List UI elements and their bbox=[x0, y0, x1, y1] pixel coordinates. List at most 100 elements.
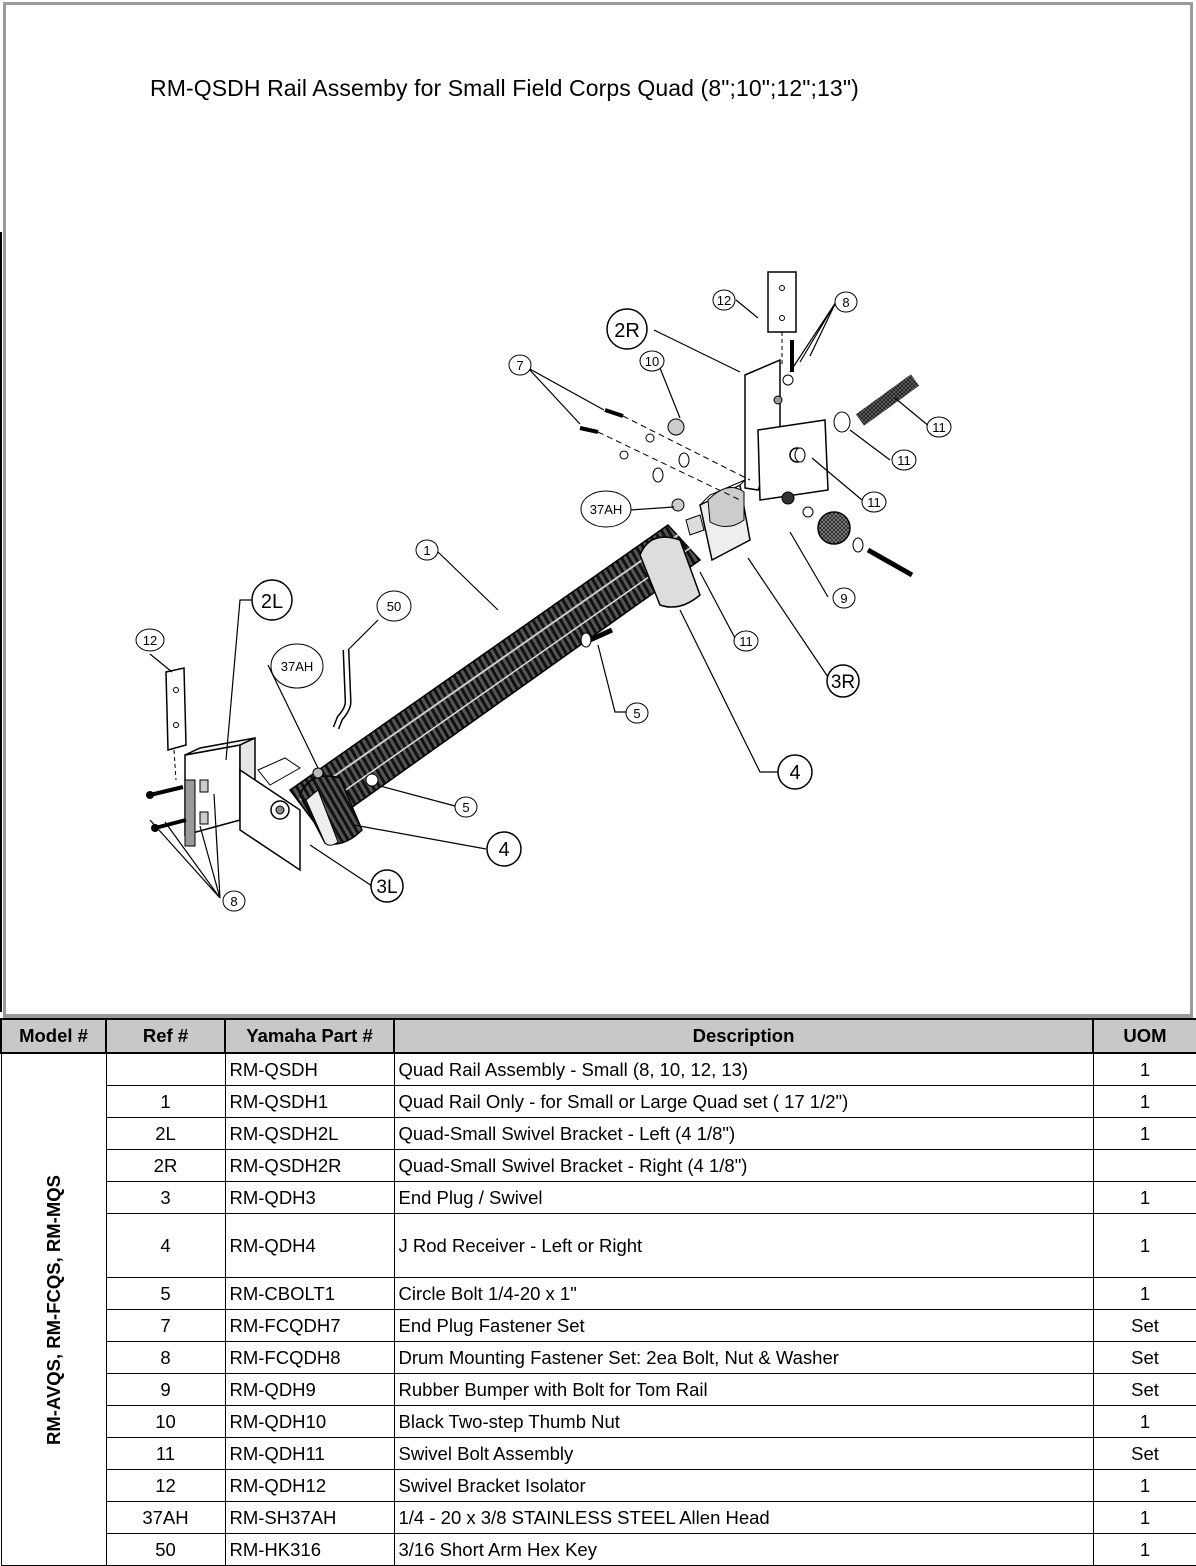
quad-rail bbox=[288, 524, 702, 832]
allen-screw-left bbox=[312, 767, 324, 779]
part-cell: RM-CBOLT1 bbox=[224, 1277, 395, 1310]
description-cell: 1/4 - 20 x 3/8 STAINLESS STEEL Allen Hea… bbox=[393, 1501, 1094, 1534]
uom-cell bbox=[1092, 1149, 1196, 1182]
description-cell: Quad Rail Only - for Small or Large Quad… bbox=[393, 1085, 1094, 1118]
description-cell: J Rod Receiver - Left or Right bbox=[393, 1213, 1094, 1278]
ref-cell: 11 bbox=[105, 1437, 226, 1470]
callout-12-left: 12 bbox=[143, 633, 157, 648]
callout-37AH-left: 37AH bbox=[281, 659, 314, 674]
callout-37AH-right: 37AH bbox=[590, 502, 623, 517]
callout-4-low: 4 bbox=[498, 839, 509, 861]
table-row: 7 RM-FCQDH7 End Plug Fastener Set Set bbox=[1, 1309, 1196, 1342]
header-model: Model # bbox=[0, 1018, 107, 1054]
table-header-row: Model # Ref # Yamaha Part # Description … bbox=[0, 1018, 1196, 1054]
callout-8-low: 8 bbox=[230, 894, 237, 909]
description-cell: End Plug / Swivel bbox=[393, 1181, 1094, 1214]
part-cell: RM-QDH10 bbox=[224, 1405, 395, 1438]
header-ref: Ref # bbox=[105, 1018, 226, 1054]
j-rod-receiver-left bbox=[299, 775, 363, 846]
callout-11-c: 11 bbox=[867, 495, 881, 510]
j-rod-receiver-right bbox=[639, 536, 701, 608]
swivel-bracket-right bbox=[744, 271, 829, 501]
table-row: 11 RM-QDH11 Swivel Bolt Assembly Set bbox=[1, 1437, 1196, 1470]
table-row: RM-AVQS, RM-FCQS, RM-MQS RM-QSDH Quad Ra… bbox=[0, 1052, 1196, 1566]
callouts: 12 2R 8 10 7 11 11 11 37AH 1 9 11 3R 2L … bbox=[135, 289, 952, 912]
callout-11-d: 11 bbox=[739, 634, 753, 649]
uom-cell: 1 bbox=[1092, 1501, 1196, 1534]
hex-key bbox=[332, 649, 352, 730]
table-row: 4 RM-QDH4 J Rod Receiver - Left or Right… bbox=[1, 1213, 1196, 1278]
description-cell: End Plug Fastener Set bbox=[393, 1309, 1094, 1342]
model-cell: RM-AVQS, RM-FCQS, RM-MQS bbox=[0, 1052, 107, 1566]
callout-9: 9 bbox=[840, 591, 847, 606]
uom-cell: 1 bbox=[1092, 1181, 1196, 1214]
uom-cell: 1 bbox=[1092, 1405, 1196, 1438]
ref-cell: 10 bbox=[105, 1405, 226, 1438]
ref-cell: 9 bbox=[105, 1373, 226, 1406]
part-cell: RM-QSDH bbox=[224, 1052, 395, 1086]
table-row: 9 RM-QDH9 Rubber Bumper with Bolt for To… bbox=[1, 1373, 1196, 1406]
table-row: 12 RM-QDH12 Swivel Bracket Isolator 1 bbox=[1, 1469, 1196, 1502]
part-cell: RM-HK316 bbox=[224, 1533, 395, 1566]
callout-8-top: 8 bbox=[842, 295, 849, 310]
part-cell: RM-QDH4 bbox=[224, 1213, 395, 1278]
part-cell: RM-QSDH2L bbox=[224, 1117, 395, 1150]
swivel-bracket-left bbox=[184, 736, 301, 872]
ref-cell: 2L bbox=[105, 1117, 226, 1150]
end-plug-fasteners bbox=[579, 408, 751, 512]
callout-2R: 2R bbox=[614, 320, 640, 342]
description-cell: Circle Bolt 1/4-20 x 1" bbox=[393, 1277, 1094, 1310]
callout-10: 10 bbox=[645, 354, 659, 369]
table-row: 3 RM-QDH3 End Plug / Swivel 1 bbox=[1, 1181, 1196, 1214]
part-cell: RM-QDH12 bbox=[224, 1469, 395, 1502]
table-row: 37AH RM-SH37AH 1/4 - 20 x 3/8 STAINLESS … bbox=[1, 1501, 1196, 1534]
part-cell: RM-QDH9 bbox=[224, 1373, 395, 1406]
callout-7: 7 bbox=[516, 358, 523, 373]
uom-cell: Set bbox=[1092, 1437, 1196, 1470]
table-row: 50 RM-HK316 3/16 Short Arm Hex Key 1 bbox=[1, 1533, 1196, 1566]
description-cell: Swivel Bracket Isolator bbox=[393, 1469, 1094, 1502]
callout-2L: 2L bbox=[261, 591, 283, 613]
callout-4-right: 4 bbox=[789, 762, 800, 784]
uom-cell: 1 bbox=[1092, 1052, 1196, 1086]
uom-cell: 1 bbox=[1092, 1117, 1196, 1150]
frame-edge-line bbox=[0, 232, 2, 1012]
uom-cell: Set bbox=[1092, 1373, 1196, 1406]
callout-1: 1 bbox=[423, 543, 430, 558]
uom-cell: Set bbox=[1092, 1341, 1196, 1374]
uom-cell: 1 bbox=[1092, 1277, 1196, 1310]
part-cell: RM-FCQDH7 bbox=[224, 1309, 395, 1342]
description-cell: 3/16 Short Arm Hex Key bbox=[393, 1533, 1094, 1566]
callout-5-mid: 5 bbox=[633, 706, 640, 721]
part-cell: RM-FCQDH8 bbox=[224, 1341, 395, 1374]
uom-cell: 1 bbox=[1092, 1533, 1196, 1566]
table-row: 8 RM-FCQDH8 Drum Mounting Fastener Set: … bbox=[1, 1341, 1196, 1374]
uom-cell: 1 bbox=[1092, 1085, 1196, 1118]
description-cell: Swivel Bolt Assembly bbox=[393, 1437, 1094, 1470]
rubber-bumper bbox=[781, 491, 914, 578]
ref-cell: 3 bbox=[105, 1181, 226, 1214]
part-cell: RM-QDH3 bbox=[224, 1181, 395, 1214]
callout-5-low: 5 bbox=[462, 800, 469, 815]
description-cell: Drum Mounting Fastener Set: 2ea Bolt, Nu… bbox=[393, 1341, 1094, 1374]
circle-bolt-low bbox=[365, 773, 379, 787]
ref-cell: 5 bbox=[105, 1277, 226, 1310]
swivel-bolt bbox=[794, 374, 920, 463]
ref-cell: 12 bbox=[105, 1469, 226, 1502]
ref-cell bbox=[105, 1052, 226, 1086]
exploded-assembly-diagram: 12 2R 8 10 7 11 11 11 37AH 1 9 11 3R 2L … bbox=[135, 271, 952, 912]
uom-cell: Set bbox=[1092, 1309, 1196, 1342]
uom-cell: 1 bbox=[1092, 1213, 1196, 1278]
callout-11-a: 11 bbox=[932, 420, 946, 435]
ref-cell: 1 bbox=[105, 1085, 226, 1118]
description-cell: Black Two-step Thumb Nut bbox=[393, 1405, 1094, 1438]
swivel-bracket-isolator-left bbox=[165, 667, 196, 847]
parts-table: Model # Ref # Yamaha Part # Description … bbox=[0, 1018, 1196, 1566]
model-label: RM-AVQS, RM-FCQS, RM-MQS bbox=[42, 1174, 64, 1445]
uom-cell: 1 bbox=[1092, 1469, 1196, 1502]
description-cell: Quad-Small Swivel Bracket - Right (4 1/8… bbox=[393, 1149, 1094, 1182]
part-cell: RM-QDH11 bbox=[224, 1437, 395, 1470]
description-cell: Quad-Small Swivel Bracket - Left (4 1/8"… bbox=[393, 1117, 1094, 1150]
description-cell: Rubber Bumper with Bolt for Tom Rail bbox=[393, 1373, 1094, 1406]
ref-cell: 4 bbox=[105, 1213, 226, 1278]
